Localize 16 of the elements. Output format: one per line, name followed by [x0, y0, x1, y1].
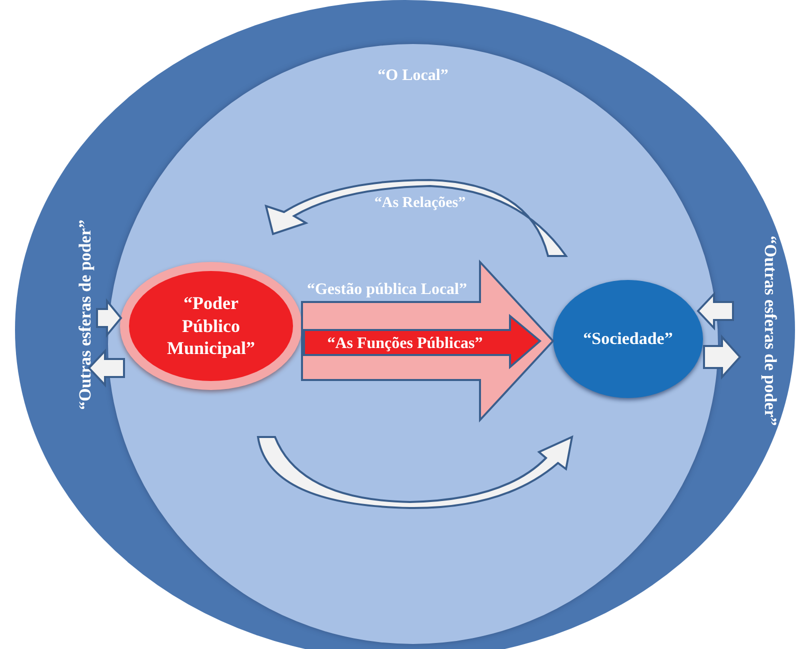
block-arrow: [265, 179, 567, 257]
region-title: “O Local”: [376, 66, 450, 86]
block-arrow: [303, 314, 542, 370]
vertical-label: “Outras esferas de poder”: [760, 234, 781, 428]
ellipse-node: [120, 262, 302, 390]
block-arrow: [88, 348, 125, 388]
vertical-label: “Outras esferas de poder”: [74, 218, 96, 412]
edge-label: “As Funções Públicas”: [326, 334, 484, 354]
block-arrow: [257, 436, 573, 509]
block-arrow: [696, 291, 734, 331]
edge-label: “Gestão pública Local”: [306, 280, 468, 300]
block-arrow: [703, 334, 742, 380]
edge-label: “As Relações”: [373, 194, 467, 213]
node-label: “Poder Público Municipal”: [166, 292, 256, 360]
node-label: “Sociedade”: [583, 328, 673, 350]
block-arrow: [96, 298, 122, 338]
